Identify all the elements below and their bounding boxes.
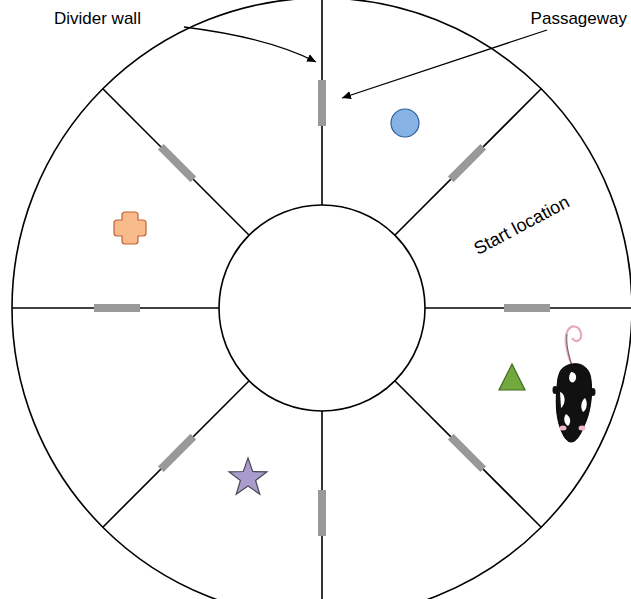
star-cue bbox=[229, 458, 267, 494]
outer-wall bbox=[12, 0, 631, 599]
circle-cue bbox=[391, 109, 419, 137]
triangle-cue bbox=[499, 364, 525, 390]
cross-cue bbox=[114, 212, 146, 244]
callout-label: Passageway bbox=[531, 10, 627, 29]
center-hub bbox=[219, 205, 425, 411]
divider-walls bbox=[12, 0, 631, 599]
rat-illustration bbox=[553, 327, 596, 442]
region-label: Start location bbox=[471, 193, 573, 260]
passageways bbox=[94, 80, 550, 536]
leader-lines bbox=[184, 27, 547, 98]
callout-label: Divider wall bbox=[54, 10, 141, 29]
